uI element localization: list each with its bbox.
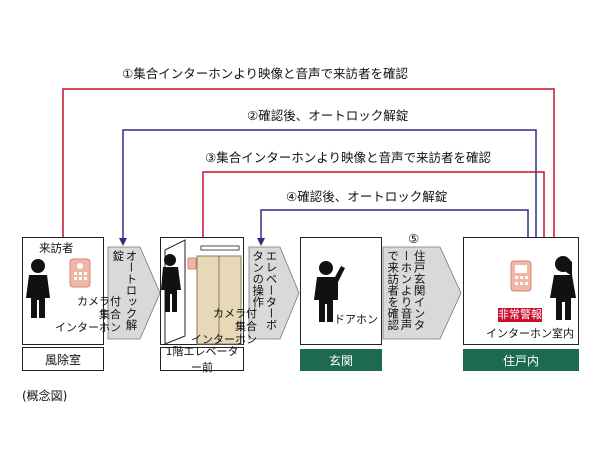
step4-label: ④確認後、オートロック解錠	[286, 189, 448, 204]
elevator-intercom-label: カメラ付 集合 インターホン	[191, 307, 257, 346]
caption-unit: 住戸内	[463, 349, 579, 371]
step3-label: ③集合インターホンより映像と音声で来訪者を確認	[205, 150, 491, 165]
footnote: (概念図)	[22, 389, 68, 403]
panel-door: ドアホン	[300, 237, 382, 345]
panel-entrance: 来訪者 カメラ付 集合 インターホン	[22, 237, 121, 345]
elevator-door-icon	[161, 239, 242, 345]
line-step4	[257, 209, 529, 246]
unit-intercom-icon	[510, 260, 532, 292]
line-step1	[62, 88, 558, 246]
unit-intercom-label: インターホン室内	[486, 327, 574, 340]
caption-entrance: 風除室	[22, 347, 104, 371]
arrow-autolock	[107, 246, 161, 340]
arrow-unit-door	[382, 246, 462, 340]
panel-unit: 非常警報 インターホン室内	[463, 237, 579, 345]
line-step2	[119, 129, 537, 246]
entrance-intercom-label: カメラ付 集合 インターホン	[55, 295, 121, 334]
arrow-elevator	[248, 246, 300, 340]
step2-label: ②確認後、オートロック解錠	[247, 108, 409, 123]
line-step3	[202, 171, 548, 246]
panel-elevator-hall: カメラ付 集合 インターホン	[160, 237, 257, 346]
resident-person-icon	[550, 256, 576, 320]
caption-door: 玄関	[300, 349, 382, 371]
arrow-unit-door-text: 住戸玄関インターホンより音声で来訪者を確認	[386, 250, 427, 331]
intercom-icon	[69, 258, 91, 288]
arrow-autolock-text: オートロック解錠	[111, 250, 139, 331]
doorphone-label: ドアホン	[334, 313, 378, 326]
step5-label: ⑤	[408, 231, 420, 246]
emergency-alarm-badge: 非常警報	[498, 308, 542, 322]
visitor-label: 来訪者	[39, 241, 74, 255]
step1-label: ①集合インターホンより映像と音声で来訪者を確認	[122, 66, 408, 81]
caption-elevator-hall: 1階エレベーター前	[160, 345, 244, 374]
visitor-person-icon	[26, 259, 50, 318]
arrow-elevator-text: エレベーターボタンの操作	[251, 250, 279, 331]
door-visitor-icon	[314, 261, 345, 322]
